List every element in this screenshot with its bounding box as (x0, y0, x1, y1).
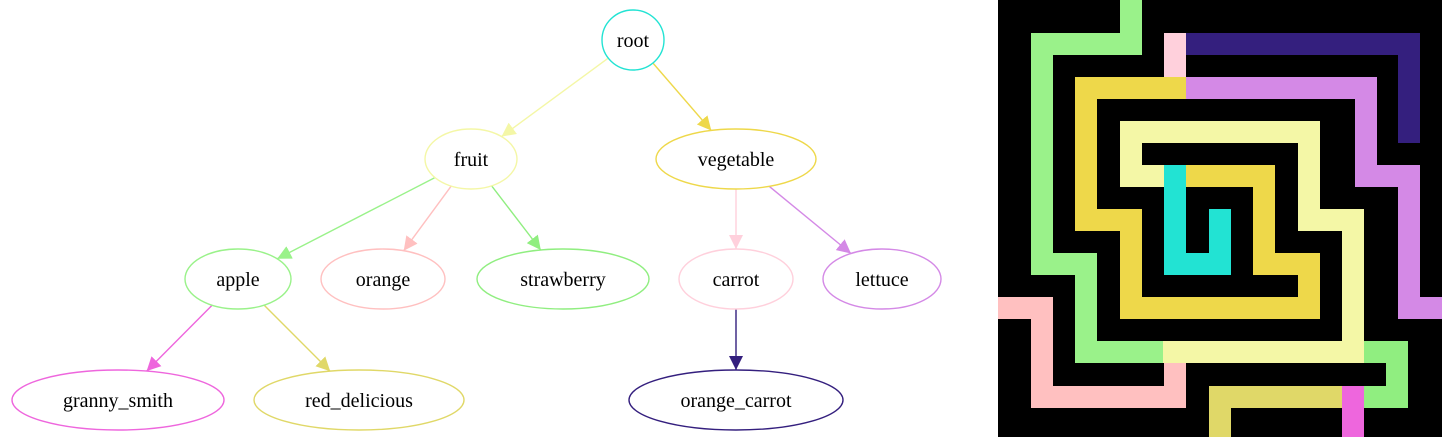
tree-diagram: root fruit vegetable apple orange strawberry c… (11, 9, 942, 431)
node-label: orange (356, 269, 411, 291)
node-ellipse (320, 248, 446, 310)
node-ellipse (678, 248, 794, 310)
edge-apple-to-red_delicious (263, 304, 331, 372)
edge-fruit-to-apple (276, 176, 436, 260)
nodes-layer: root fruit vegetable apple orange strawberry c… (11, 9, 942, 431)
node-label: vegetable (698, 149, 775, 171)
node-ellipse (655, 128, 817, 190)
node-label: root (617, 30, 650, 52)
node-label: apple (216, 269, 259, 291)
maze-panel (998, 0, 1442, 437)
node-ellipse (253, 369, 465, 431)
maze-path-orange_carrot (1166, 33, 1420, 143)
edges-layer (146, 57, 852, 372)
edge-root-to-fruit (501, 57, 609, 138)
maze-path-orange (998, 297, 1186, 408)
node-label: granny_smith (63, 390, 173, 412)
node-ellipse (628, 369, 844, 431)
node-label: orange_carrot (680, 390, 791, 412)
node-ellipse (11, 369, 225, 431)
edge-fruit-to-orange (403, 185, 452, 252)
edge-apple-to-granny_smith (146, 304, 213, 372)
node-ellipse (184, 248, 292, 310)
node-label: carrot (713, 269, 760, 291)
maze-path-apple (1031, 0, 1185, 363)
maze-path-vegetable (1075, 77, 1320, 319)
edge-root-to-vegetable (652, 62, 712, 131)
node-label: lettuce (855, 269, 908, 291)
node-label: red_delicious (305, 390, 413, 412)
maze-paths (998, 0, 1442, 437)
edge-fruit-to-strawberry (491, 185, 542, 251)
edge-vegetable-to-lettuce (768, 185, 852, 255)
node-carrot: carrot (678, 248, 794, 310)
node-lettuce: lettuce (822, 248, 942, 310)
node-ellipse (822, 248, 942, 310)
node-label: strawberry (520, 269, 606, 291)
node-strawberry: strawberry (476, 248, 650, 310)
node-vegetable: vegetable (655, 128, 817, 190)
node-red_delicious: red_delicious (253, 369, 465, 431)
maze-path-strawberry (1342, 341, 1408, 408)
node-apple: apple (184, 248, 292, 310)
node-ellipse (601, 9, 665, 71)
maze-path-fruit (1120, 121, 1364, 363)
node-ellipse (476, 248, 650, 310)
node-orange_carrot: orange_carrot (628, 369, 844, 431)
maze-path-root (1164, 165, 1231, 275)
node-granny_smith: granny_smith (11, 369, 225, 431)
maze-path-lettuce (1164, 77, 1442, 319)
node-label: fruit (454, 149, 489, 171)
node-root: root (601, 9, 665, 71)
node-ellipse (424, 128, 518, 190)
node-fruit: fruit (424, 128, 518, 190)
node-orange: orange (320, 248, 446, 310)
maze-path-red_delicious (1209, 386, 1364, 437)
